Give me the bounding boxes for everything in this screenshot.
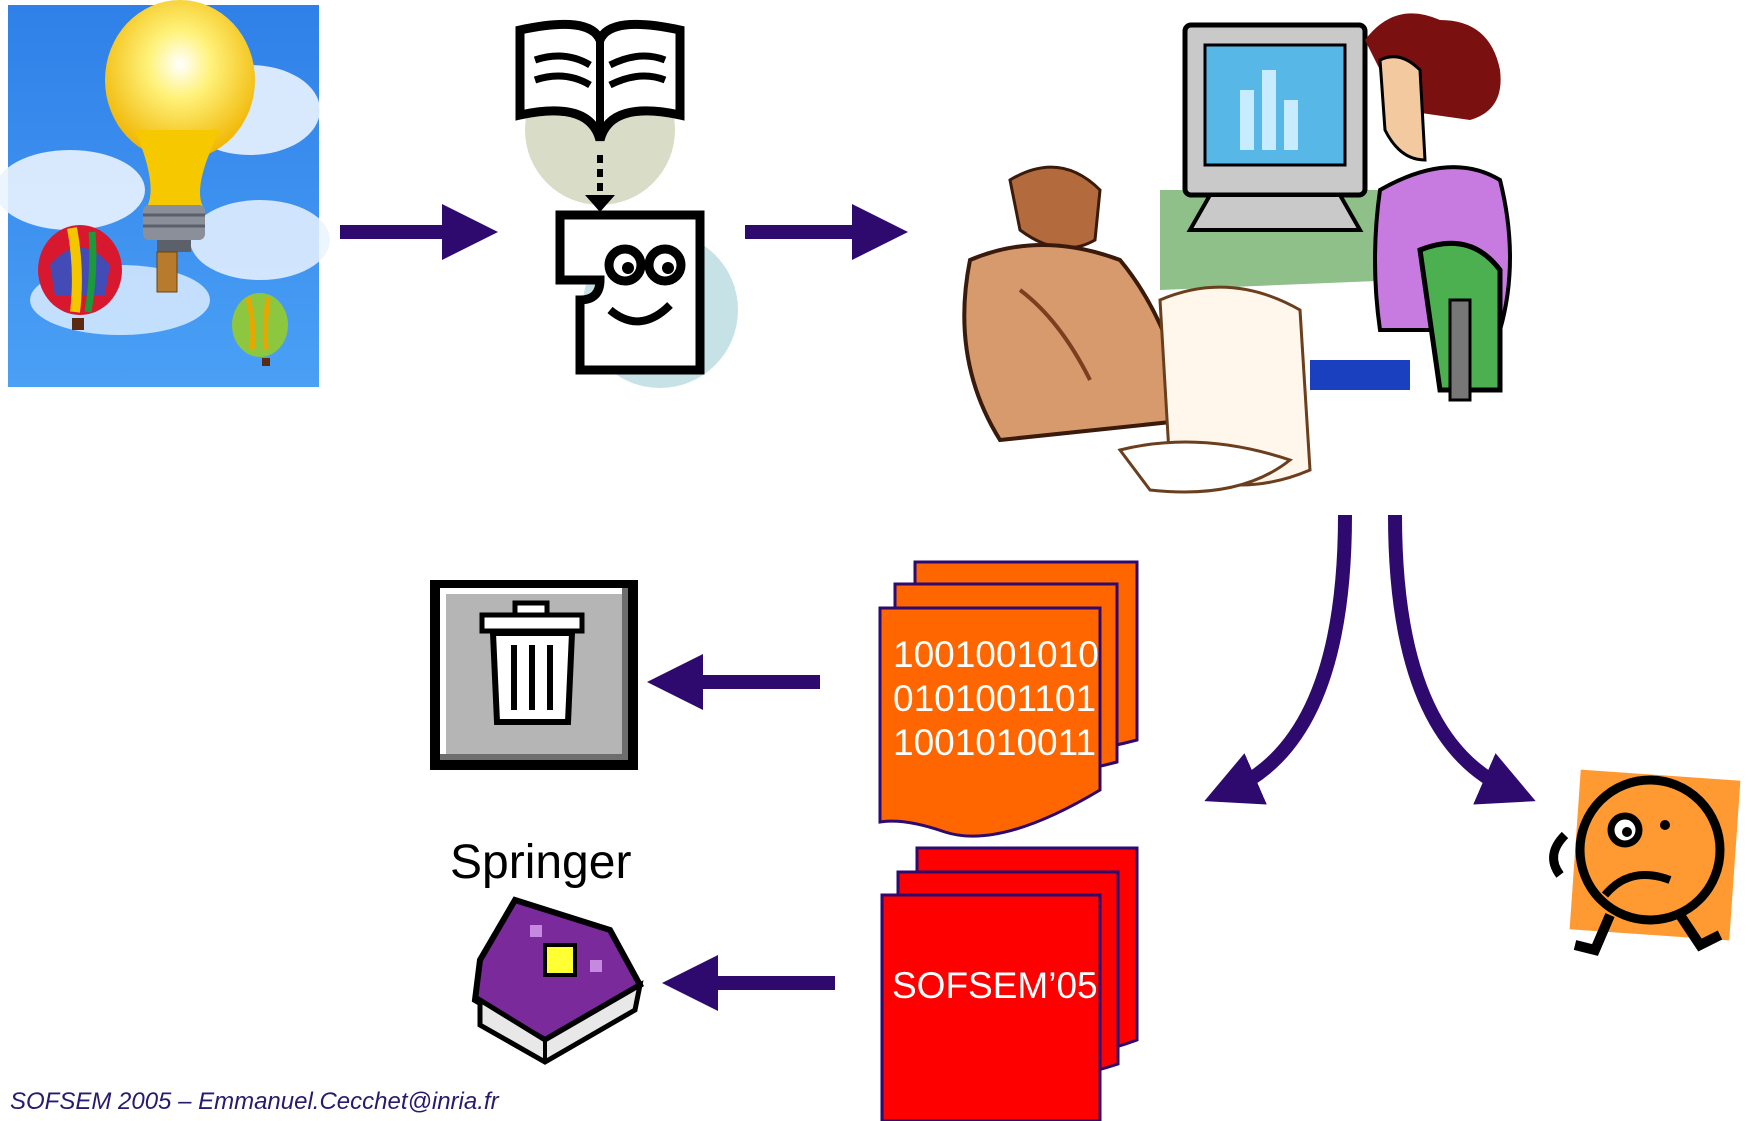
- office-workers-icon: [962, 13, 1512, 494]
- flow-arrow: [1204, 514, 1352, 805]
- flow-arrow: [1388, 514, 1536, 805]
- footer-text: SOFSEM 2005 – Emmanuel.Cecchet@inria.fr: [10, 1088, 499, 1115]
- binary-document-stack: 1001001010 0101001101 1001010011: [878, 560, 1139, 838]
- lightbulb-balloons-icon: [0, 0, 330, 387]
- trash-can-icon: [430, 580, 638, 770]
- spellbook-icon: [471, 896, 645, 1065]
- proceedings-document-stack: SOFSEM’05: [880, 846, 1139, 1121]
- sad-face-icon: [1549, 769, 1741, 956]
- binary-line: 1001001010: [893, 634, 1099, 675]
- book-reader-icon: [515, 19, 738, 388]
- publisher-label: Springer: [450, 836, 632, 889]
- binary-line: 1001010011: [893, 722, 1096, 763]
- binary-line: 0101001101: [893, 678, 1096, 719]
- proceedings-label: SOFSEM’05: [892, 965, 1098, 1006]
